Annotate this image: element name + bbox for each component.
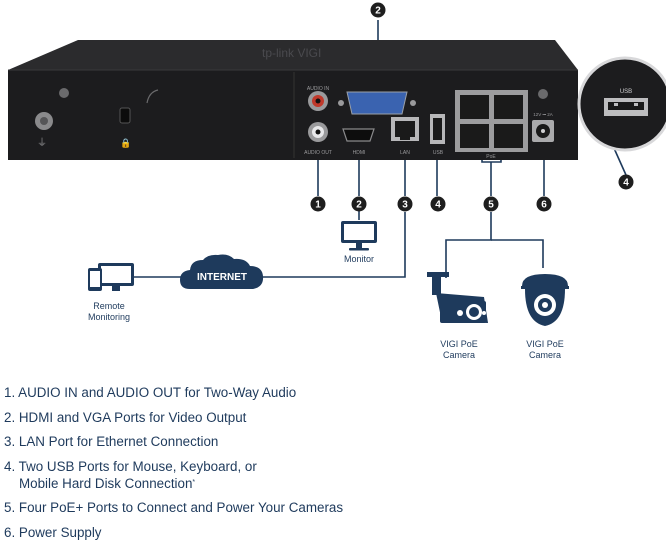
legend-item-5: 5. Four PoE+ Ports to Connect and Power … bbox=[4, 499, 654, 516]
marker-1 bbox=[310, 196, 326, 212]
lock-icon: 🔒 bbox=[120, 138, 131, 149]
marker-3 bbox=[397, 196, 413, 212]
marker-2-text: 2 bbox=[356, 200, 362, 211]
marker-5-text: 5 bbox=[488, 200, 494, 211]
camera-2-label-line1: VIGI PoE bbox=[526, 339, 564, 349]
screw bbox=[538, 89, 548, 99]
internet-cloud bbox=[180, 254, 264, 289]
camera-1-label-line2: Camera bbox=[443, 350, 475, 360]
legend-item-3: 3. LAN Port for Ethernet Connection bbox=[4, 433, 654, 450]
legend-item-6: 6. Power Supply bbox=[4, 524, 654, 541]
marker-top-2 bbox=[370, 2, 386, 18]
legend-item-5-text: 5. Four PoE+ Ports to Connect and Power … bbox=[4, 500, 344, 515]
marker-4-text: 4 bbox=[435, 200, 441, 211]
legend-item-1-text: 1. AUDIO IN and AUDIO OUT for Two-Way Au… bbox=[4, 385, 297, 400]
poe-ports bbox=[455, 90, 528, 152]
marker-3-text: 3 bbox=[402, 200, 408, 211]
poe-port-4 bbox=[494, 124, 523, 148]
usb-zoom-label: USB bbox=[620, 89, 632, 95]
poe-port-2 bbox=[494, 95, 523, 119]
feature-legend: 1. AUDIO IN and AUDIO OUT for Two-Way Au… bbox=[4, 384, 654, 548]
usb-zoom-callout: USB bbox=[577, 56, 666, 152]
screw bbox=[59, 88, 69, 98]
monitor-label: Monitor bbox=[344, 254, 374, 264]
poe-port-3 bbox=[460, 124, 489, 148]
marker-4 bbox=[430, 196, 446, 212]
camera-2-label-line2: Camera bbox=[529, 350, 561, 360]
legend-item-4-text: 4. Two USB Ports for Mouse, Keyboard, or bbox=[4, 458, 257, 474]
nvr-device: tp-link VIGI ⏚ 🔒 bbox=[8, 40, 578, 160]
internet-label: INTERNET bbox=[197, 272, 247, 283]
number-markers: 2 1 2 3 4 5 6 4 bbox=[310, 2, 634, 212]
hdmi-port bbox=[342, 128, 375, 142]
marker-top-2-text: 2 bbox=[375, 6, 381, 17]
vga-port bbox=[346, 91, 408, 115]
device-top-logo: tp-link VIGI bbox=[262, 46, 321, 60]
marker-6 bbox=[536, 196, 552, 212]
connector-camera-1 bbox=[445, 212, 492, 278]
connector-internet bbox=[262, 212, 406, 278]
audio-in-label: AUDIO IN bbox=[307, 86, 330, 92]
legend-item-4-footnote-mark: * bbox=[192, 478, 196, 486]
poe-port-1 bbox=[460, 95, 489, 119]
poe-label: PoE bbox=[486, 154, 496, 160]
marker-5 bbox=[483, 196, 499, 212]
turret-camera-icon bbox=[521, 274, 569, 326]
remote-monitoring-icon bbox=[88, 263, 134, 291]
legend-item-2: 2. HDMI and VGA Ports for Video Output bbox=[4, 409, 654, 426]
ground-icon: ⏚ bbox=[37, 137, 47, 149]
device-top-face bbox=[8, 40, 578, 70]
monitor-icon bbox=[341, 221, 377, 251]
marker-2 bbox=[351, 196, 367, 212]
connector-lines bbox=[134, 20, 627, 278]
legend-item-1: 1. AUDIO IN and AUDIO OUT for Two-Way Au… bbox=[4, 384, 654, 401]
bullet-camera-icon bbox=[427, 272, 488, 323]
remote-label-line2: Monitoring bbox=[88, 312, 130, 322]
legend-item-3-text: 3. LAN Port for Ethernet Connection bbox=[4, 434, 219, 449]
remote-label-line1: Remote bbox=[93, 301, 125, 311]
legend-item-6-text: 6. Power Supply bbox=[4, 524, 102, 540]
legend-item-4: 4. Two USB Ports for Mouse, Keyboard, or… bbox=[4, 458, 654, 492]
power-label: 12V ⎓ 2A bbox=[533, 112, 553, 117]
usb-label: USB bbox=[433, 150, 444, 156]
hdmi-label: HDMI bbox=[353, 150, 366, 156]
marker-usb-zoom-4-text: 4 bbox=[623, 178, 629, 189]
kensington-slot bbox=[119, 107, 131, 124]
marker-usb-zoom-4 bbox=[618, 174, 634, 190]
marker-6-text: 6 bbox=[541, 200, 547, 211]
nvr-connection-diagram: tp-link VIGI ⏚ 🔒 bbox=[8, 2, 666, 360]
lan-label: LAN bbox=[400, 150, 410, 156]
connector-camera-2 bbox=[491, 239, 544, 268]
legend-item-4-line2: Mobile Hard Disk Connection bbox=[19, 475, 193, 491]
camera-1-label-line1: VIGI PoE bbox=[440, 339, 478, 349]
legend-item-2-text: 2. HDMI and VGA Ports for Video Output bbox=[4, 409, 247, 425]
marker-1-text: 1 bbox=[315, 200, 321, 211]
audio-out-label: AUDIO OUT bbox=[304, 150, 332, 156]
